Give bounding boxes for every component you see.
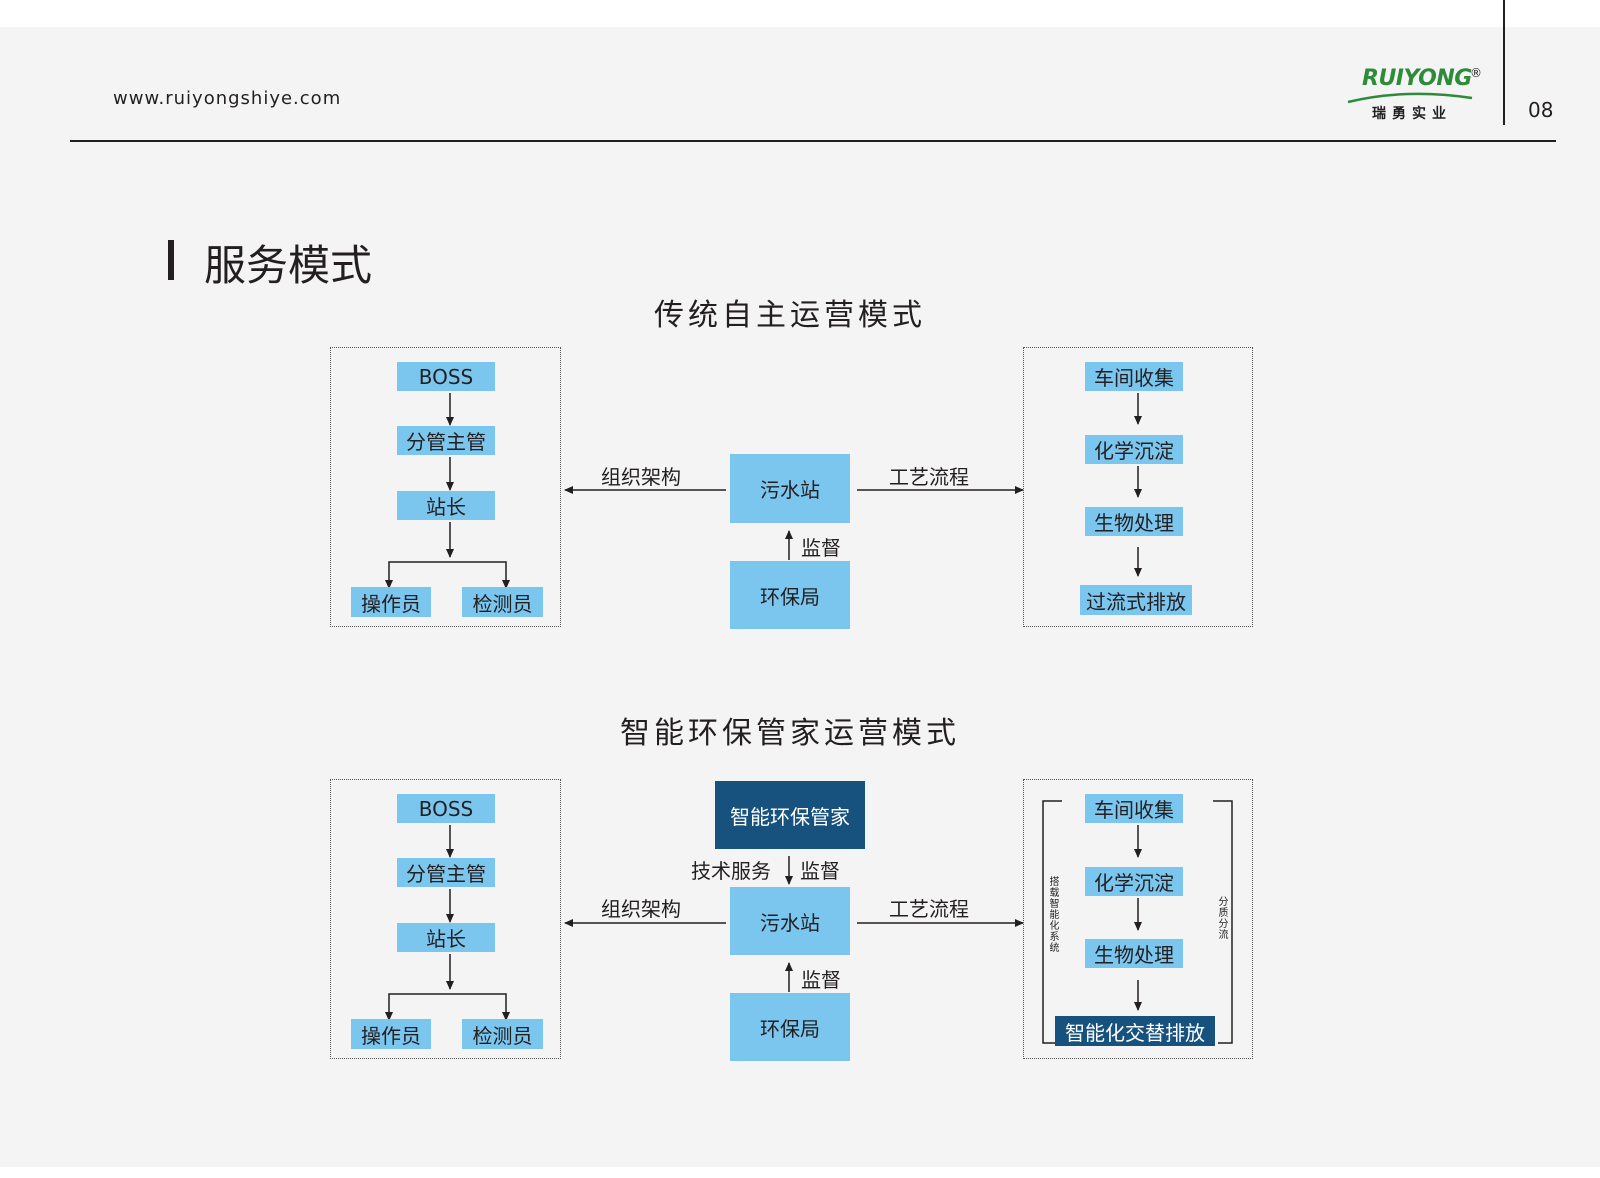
smart-process-step-4: 智能化交替排放 [1055,1016,1215,1046]
traditional-manager-node: 分管主管 [397,426,495,455]
smart-tech-service-label: 技术服务 [691,859,771,883]
company-logo-cn: 瑞勇实业 [1372,106,1452,122]
smart-inspector-node: 检测员 [462,1019,543,1049]
smart-epb-node: 环保局 [730,993,850,1061]
smart-supervise-top-label: 监督 [800,859,840,883]
company-logo-text: RUIYONG [1362,66,1472,91]
smart-station-node: 污水站 [730,887,850,955]
traditional-process-step-1: 车间收集 [1085,362,1183,391]
traditional-org-panel [330,347,561,627]
traditional-process-step-2: 化学沉淀 [1085,435,1183,464]
smart-left-bracket-label: 搭载智能化系统 [1047,876,1058,953]
smart-process-step-1: 车间收集 [1085,794,1183,823]
website-url[interactable]: www.ruiyongshiye.com [113,88,342,109]
smart-boss-node: BOSS [397,794,495,823]
smart-org-arch-label: 组织架构 [601,897,681,921]
smart-operator-node: 操作员 [351,1019,431,1049]
traditional-supervise-label: 监督 [801,536,841,560]
traditional-epb-node: 环保局 [730,561,850,629]
smart-process-step-3: 生物处理 [1085,939,1183,968]
traditional-station-head-node: 站长 [397,491,495,520]
page-number: 08 [1528,98,1554,122]
traditional-process-step-4: 过流式排放 [1080,585,1192,615]
smart-process-flow-label: 工艺流程 [889,897,969,921]
traditional-station-node: 污水站 [730,454,850,523]
smart-right-bracket-label: 分质分流 [1216,896,1227,940]
smart-station-head-node: 站长 [397,923,495,952]
smart-supervise-label: 监督 [801,968,841,992]
section-title-bar [168,240,174,280]
traditional-process-step-3: 生物处理 [1085,507,1183,536]
section-title: 服务模式 [204,241,373,290]
traditional-boss-node: BOSS [397,362,495,391]
smart-process-panel [1023,779,1253,1059]
smart-org-panel [330,779,561,1059]
traditional-process-flow-label: 工艺流程 [889,465,969,489]
header-rule [70,140,1556,142]
smart-model-title: 智能环保管家运营模式 [620,716,960,751]
traditional-process-panel [1023,347,1253,627]
traditional-inspector-node: 检测员 [462,587,543,617]
smart-housekeeper-node: 智能环保管家 [715,781,865,849]
smart-process-step-2: 化学沉淀 [1085,867,1183,896]
traditional-operator-node: 操作员 [351,587,431,617]
registered-mark: ® [1470,66,1482,80]
smart-manager-node: 分管主管 [397,858,495,887]
logo-swoosh-icon [1347,92,1473,104]
traditional-org-arch-label: 组织架构 [601,465,681,489]
traditional-model-title: 传统自主运营模式 [654,298,926,333]
header-vertical-divider [1503,0,1505,125]
